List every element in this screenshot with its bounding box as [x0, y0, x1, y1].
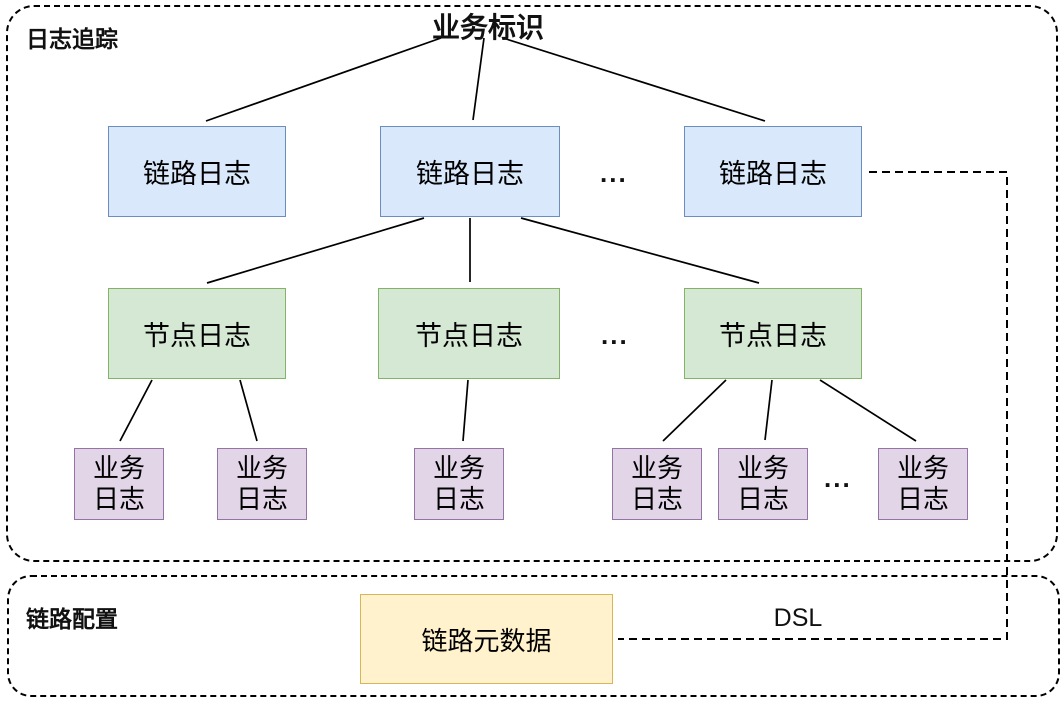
link-config-container: [7, 575, 1060, 697]
link-metadata-box: 链路元数据: [360, 594, 613, 684]
biz-log-box-4: 业务 日志: [612, 448, 702, 520]
node-log-box-3: 节点日志: [684, 288, 862, 379]
biz-log-box-1: 业务 日志: [74, 448, 164, 520]
link-log-box-1: 链路日志: [108, 126, 286, 217]
dsl-label: DSL: [773, 604, 823, 632]
biz-row-ellipsis: ...: [824, 463, 852, 493]
link-config-label: 链路配置: [26, 606, 118, 632]
biz-log-box-5: 业务 日志: [718, 448, 808, 520]
log-tracing-container: [6, 5, 1058, 562]
link-log-box-2: 链路日志: [380, 126, 560, 217]
biz-log-box-6: 业务 日志: [878, 448, 968, 520]
link-log-box-3: 链路日志: [684, 126, 862, 217]
log-tracing-label: 日志追踪: [26, 26, 118, 52]
link-row-ellipsis: ...: [600, 158, 628, 188]
node-row-ellipsis: ...: [601, 320, 629, 350]
node-log-box-2: 节点日志: [378, 288, 560, 379]
biz-log-box-3: 业务 日志: [414, 448, 504, 520]
biz-log-box-2: 业务 日志: [217, 448, 307, 520]
node-log-box-1: 节点日志: [108, 288, 286, 379]
business-identifier-title: 业务标识: [431, 12, 544, 43]
